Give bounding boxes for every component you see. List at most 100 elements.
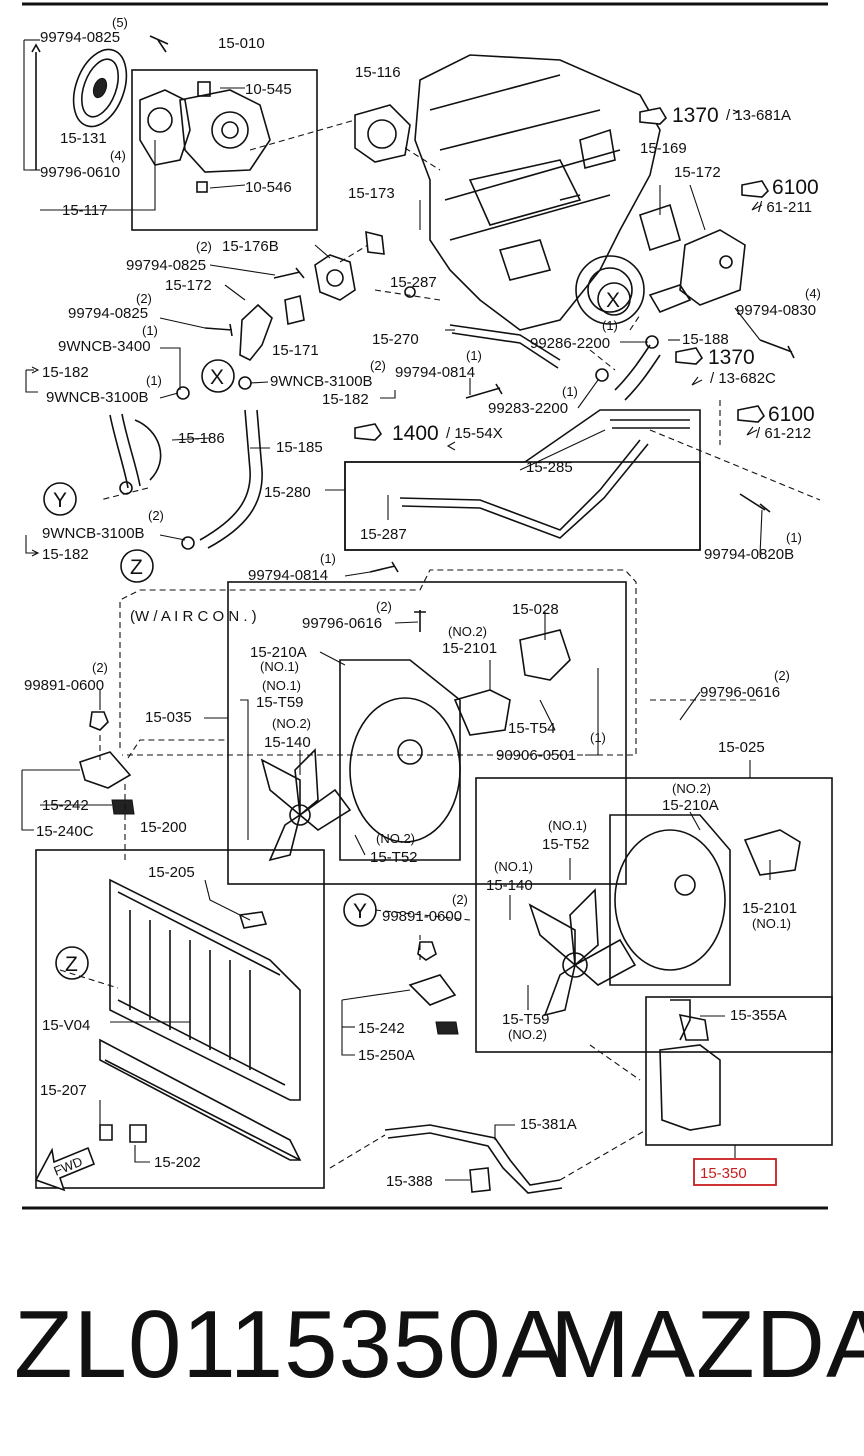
part-label: 99794-0820B — [704, 546, 794, 563]
callout-letter: Y — [353, 900, 367, 923]
direction-arrows — [26, 109, 763, 557]
hose-15-186 — [109, 413, 162, 489]
part-label: 15-140 — [486, 877, 533, 894]
qty-label: (1) — [146, 373, 162, 388]
qty-label: (NO.1) — [752, 916, 791, 931]
gasket-drawing — [354, 104, 411, 163]
part-label: 15-140 — [264, 734, 311, 751]
water-outlet-drawing — [239, 230, 385, 362]
part-label: 15-T54 — [508, 720, 556, 737]
bracket-15-240C — [79, 751, 132, 789]
part-label: 15-117 — [62, 202, 108, 219]
part-label: 15-2101 — [742, 900, 797, 917]
clamp — [595, 368, 609, 382]
part-label: 15-028 — [512, 601, 559, 618]
qty-label: (2) — [196, 239, 212, 254]
callout-letter: X — [606, 289, 620, 312]
highlighted-part-label: 15-350 — [700, 1165, 747, 1182]
reference-pointer-icons — [354, 107, 770, 441]
qty-label: (4) — [805, 286, 821, 301]
qty-label: (NO.2) — [672, 781, 711, 796]
part-label: 15-173 — [348, 185, 395, 202]
clamp — [238, 376, 252, 390]
ref-page-label: / 13-682C — [710, 370, 776, 387]
callout-circle — [55, 946, 89, 980]
qty-label: (NO.1) — [260, 659, 299, 674]
part-label: 15-035 — [145, 709, 192, 726]
ref-page-label: / 61-212 — [756, 425, 811, 442]
part-label: 15-388 — [386, 1173, 433, 1190]
qty-label: (NO.1) — [494, 859, 533, 874]
radiator-drawing — [99, 878, 302, 1161]
ref-page-label: 1370 — [708, 346, 755, 369]
part-label: 15-242 — [42, 797, 89, 814]
pipe-15-280-outline — [344, 409, 701, 551]
forward-arrow-icon — [34, 1146, 96, 1192]
footer: ZL0115350A MAZDA — [0, 1290, 864, 1410]
qty-label: (2) — [452, 892, 468, 907]
overflow-hose-15-381A — [384, 1124, 563, 1194]
qty-label: (2) — [376, 599, 392, 614]
part-label: 99283-2200 — [488, 400, 568, 417]
part-label: 15-381A — [520, 1116, 577, 1133]
callout-letter: Z — [130, 556, 143, 579]
reservoir-box — [645, 996, 833, 1146]
qty-label: (1) — [562, 384, 578, 399]
part-label: 15-V04 — [42, 1017, 90, 1034]
part-label: 15-270 — [372, 331, 419, 348]
part-label: 15-182 — [42, 546, 89, 563]
part-label: 90906-0501 — [496, 747, 576, 764]
diagram-labels: 99794-0825 (5) 15-010 10-545 15-131 (4) … — [24, 15, 821, 1190]
engine-block-drawing — [414, 54, 661, 331]
hose-upper-right — [614, 344, 661, 401]
part-label: 99796-0610 — [40, 164, 120, 181]
part-label: 15-T52 — [542, 836, 590, 853]
thermostat-housing-drawing — [639, 203, 746, 313]
qty-label: (1) — [466, 348, 482, 363]
callout-letter: Y — [53, 489, 67, 512]
part-label: 15-171 — [272, 342, 319, 359]
part-label: 15-242 — [358, 1020, 405, 1037]
qty-label: (NO.2) — [508, 1027, 547, 1042]
callout-circle — [597, 282, 631, 316]
part-label: 99286-2200 — [530, 335, 610, 352]
part-label: 15-287 — [390, 274, 437, 291]
part-label: 15-116 — [355, 64, 401, 81]
hose-15-185 — [199, 409, 263, 549]
drain-plug-15-202 — [129, 1124, 147, 1143]
callout-circle — [201, 359, 235, 393]
qty-label: (2) — [136, 291, 152, 306]
qty-label: (NO.2) — [448, 624, 487, 639]
part-label: 15-280 — [264, 484, 311, 501]
ref-page-label: / 13-681A — [726, 107, 791, 124]
ref-page-label: / 61-211 — [758, 199, 812, 216]
part-label: 9WNCB-3400 — [58, 338, 151, 355]
qty-label: (NO.2) — [272, 716, 311, 731]
clamp — [119, 481, 133, 495]
part-label: 15-T59 — [256, 694, 304, 711]
clamp — [176, 386, 190, 400]
part-label: 15-172 — [674, 164, 721, 181]
o-ring — [404, 286, 416, 298]
ref-page-label: 1370 — [672, 104, 719, 127]
coolant-reservoir-drawing — [659, 999, 721, 1131]
part-label: 15-2101 — [442, 640, 497, 657]
parts-diagram: 99794-0825 (5) 15-010 10-545 15-131 (4) … — [21, 2, 833, 1210]
fan-shroud-no2-drawing — [609, 814, 731, 986]
pipe-15-270 — [449, 324, 561, 369]
qty-label: (2) — [148, 508, 164, 523]
part-label: 99794-0825 — [126, 257, 206, 274]
part-label: 15-250A — [358, 1047, 415, 1064]
part-label: 99891-0600 — [382, 908, 462, 925]
part-label: 15-186 — [178, 430, 225, 447]
part-label: 15-200 — [140, 819, 187, 836]
qty-label: (1) — [590, 730, 606, 745]
qty-label: (1) — [320, 551, 336, 566]
part-number: ZL0115350A — [14, 1291, 567, 1398]
fan-shroud-no1-drawing — [339, 659, 461, 861]
part-label: 99796-0616 — [302, 615, 382, 632]
callout-circle — [43, 482, 77, 516]
part-label: 15-285 — [526, 459, 573, 476]
bolts — [204, 267, 795, 632]
clip-15-388 — [469, 1167, 491, 1193]
